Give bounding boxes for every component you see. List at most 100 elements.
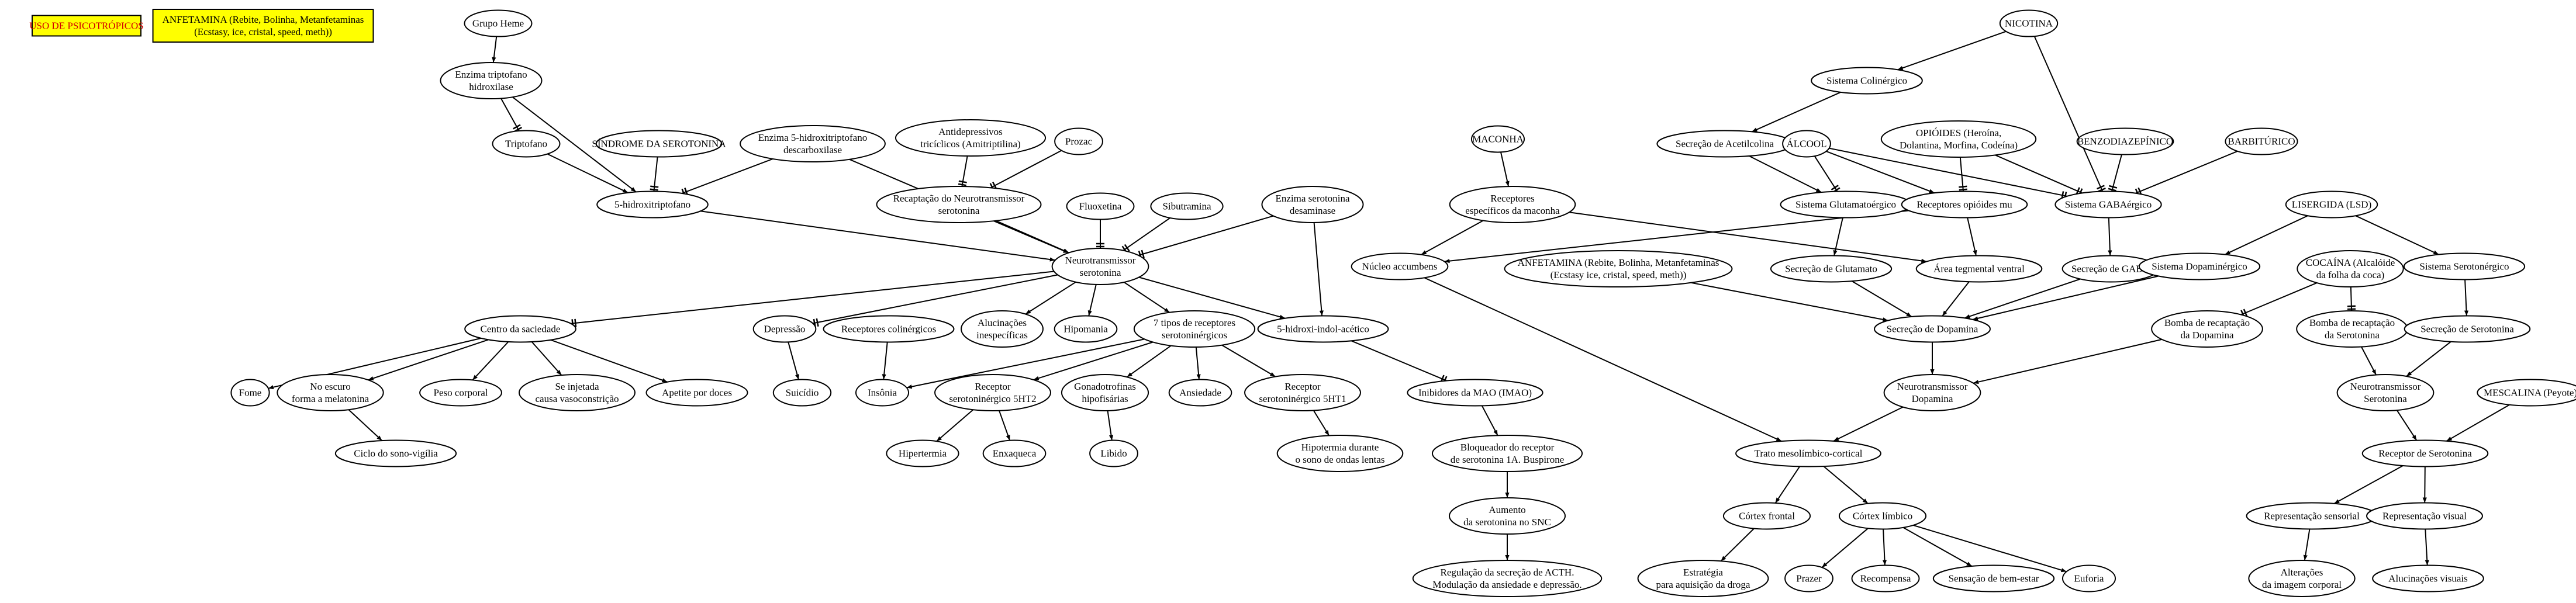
edge-sec-gluta-to-sec-dopa bbox=[1851, 280, 1912, 317]
node-label: MACONHA bbox=[1472, 134, 1524, 145]
edge-rec5ht2-to-hipertermia bbox=[936, 409, 974, 442]
node-shape bbox=[2366, 502, 2483, 530]
node-label: (Ecstasy ice, cristal, speed, meth)) bbox=[1551, 269, 1687, 280]
node-shape bbox=[2076, 127, 2174, 155]
node-label: Apetite por doces bbox=[662, 387, 732, 398]
node-label: Receptor bbox=[975, 381, 1011, 392]
node-shape bbox=[2138, 252, 2261, 280]
node-ciclo: Ciclo do sono-vigília bbox=[334, 439, 457, 467]
edge-tipos7-to-rec5ht1 bbox=[1221, 344, 1276, 377]
node-mescalina: MESCALINA (Peyote) bbox=[2477, 379, 2576, 407]
node-shape bbox=[1504, 250, 1733, 287]
edge-rec-maconha-to-area-teg bbox=[1569, 212, 1927, 263]
node-shape bbox=[886, 439, 959, 467]
node-nicotina: NICOTINA bbox=[1999, 9, 2059, 37]
node-prozac: Prozac bbox=[1054, 127, 1103, 155]
edge-rec5ht2-to-enxaqueca bbox=[999, 410, 1011, 441]
node-shape bbox=[2225, 127, 2298, 155]
node-shape bbox=[1150, 192, 1224, 220]
node-trato: Trato mesolímbico-cortical bbox=[1735, 439, 1881, 467]
node-anf-box: ANFETAMINA (Rebite, Bolinha, Metanfetami… bbox=[152, 9, 374, 43]
edge-line bbox=[1833, 406, 1904, 442]
edge-tee-mark bbox=[650, 188, 658, 191]
node-shape bbox=[855, 379, 910, 407]
node-label: Sistema Colinérgico bbox=[1826, 75, 1907, 86]
edge-rec-opioides-to-area-teg bbox=[1967, 217, 1977, 256]
node-label: da Dopamina bbox=[2180, 330, 2234, 341]
edge-tee-mark bbox=[2243, 309, 2248, 317]
node-shape bbox=[1061, 374, 1149, 411]
node-shape bbox=[934, 374, 1051, 411]
edge-cortex-front-to-estrategia bbox=[1720, 528, 1755, 562]
node-shape bbox=[1782, 130, 1831, 158]
node-benzo: BENZODIAZEPÍNICO bbox=[2076, 127, 2174, 155]
edge-tee-mark bbox=[1959, 188, 1967, 191]
node-label: ÁLCOOL bbox=[1787, 138, 1827, 150]
node-shape bbox=[2336, 374, 2435, 411]
node-shape bbox=[1999, 9, 2059, 37]
edge-trato-to-cortex-limb bbox=[1823, 466, 1869, 504]
edge-tee-mark bbox=[958, 183, 967, 186]
node-rep-vis: Representação visual bbox=[2366, 502, 2483, 530]
node-sist-sero: Sistema Serotonérgico bbox=[2403, 252, 2526, 280]
node-ansiedade: Ansiedade bbox=[1168, 379, 1232, 407]
node-label: Triptofano bbox=[505, 138, 547, 150]
edge-line bbox=[1959, 157, 1964, 192]
edge-line bbox=[1902, 526, 1973, 567]
node-label: Núcleo accumbens bbox=[1362, 261, 1438, 272]
node-label: Modulação da ansiedade e depressão. bbox=[1432, 579, 1581, 590]
edge-enzima5-to-hidroxi5 bbox=[681, 158, 774, 197]
edge-line bbox=[2425, 529, 2429, 566]
node-shape bbox=[1770, 255, 1893, 283]
edge-line bbox=[2355, 215, 2439, 255]
node-label: Estratégia bbox=[1683, 567, 1723, 578]
node-label: Neurotransmissor bbox=[2350, 381, 2421, 392]
edge-maconha-to-rec-maconha bbox=[1500, 152, 1510, 187]
edge-enzima-trip-to-triptofano bbox=[500, 98, 523, 132]
node-label: de serotonina 1A. Buspirone bbox=[1451, 454, 1565, 465]
node-shape bbox=[1449, 497, 1566, 535]
node-sensacao: Sensação de bem-estar bbox=[1932, 564, 2055, 592]
node-shape bbox=[740, 125, 886, 162]
edges-layer bbox=[268, 30, 2510, 573]
node-shape bbox=[1431, 435, 1583, 472]
edge-line bbox=[1421, 220, 1484, 255]
edge-line bbox=[1995, 154, 2083, 194]
edge-benzo-to-sist-gaba bbox=[2108, 154, 2122, 192]
node-peso: Peso corporal bbox=[419, 379, 502, 407]
node-label: (Ecstasy, ice, cristal, speed, meth)) bbox=[194, 26, 332, 37]
node-shape bbox=[2151, 310, 2263, 348]
node-label: Sibutramina bbox=[1162, 201, 1211, 212]
edge-sist-dopa-to-sec-dopa bbox=[1972, 275, 2159, 321]
edge-line bbox=[1964, 278, 2081, 319]
node-shape bbox=[1257, 315, 1389, 343]
node-rec-opioides: Receptores opióides mu bbox=[1901, 190, 2028, 219]
edge-lsd-to-sist-dopa bbox=[2225, 215, 2308, 255]
edge-hidroxiindol-to-imao bbox=[1351, 340, 1448, 384]
node-label: Secreção de Serotonina bbox=[2420, 324, 2514, 335]
node-nucleo: Núcleo accumbens bbox=[1351, 252, 1449, 280]
edge-enzima-trip-to-hidroxi5 bbox=[512, 96, 637, 193]
node-shape bbox=[2296, 310, 2408, 348]
node-label: Centro da saciedade bbox=[481, 324, 561, 335]
node-centro: Centro da saciedade bbox=[464, 315, 576, 343]
node-label: Alucinações visuais bbox=[2388, 573, 2468, 584]
edge-line bbox=[1826, 150, 1935, 194]
edge-sindrome-to-hidroxi5 bbox=[650, 157, 659, 192]
node-label: Bomba de recaptação bbox=[2309, 317, 2395, 328]
edge-antidep-to-recaptacao-sero bbox=[958, 155, 968, 187]
edge-line bbox=[2033, 36, 2104, 192]
node-hidroxi5: 5-hidroxitriptofano bbox=[596, 190, 709, 219]
edge-line bbox=[2225, 215, 2308, 255]
edge-line bbox=[1087, 284, 1097, 316]
edge-line bbox=[2111, 154, 2122, 192]
node-label: da serotonina no SNC bbox=[1463, 517, 1551, 528]
edge-line bbox=[1821, 528, 1869, 568]
